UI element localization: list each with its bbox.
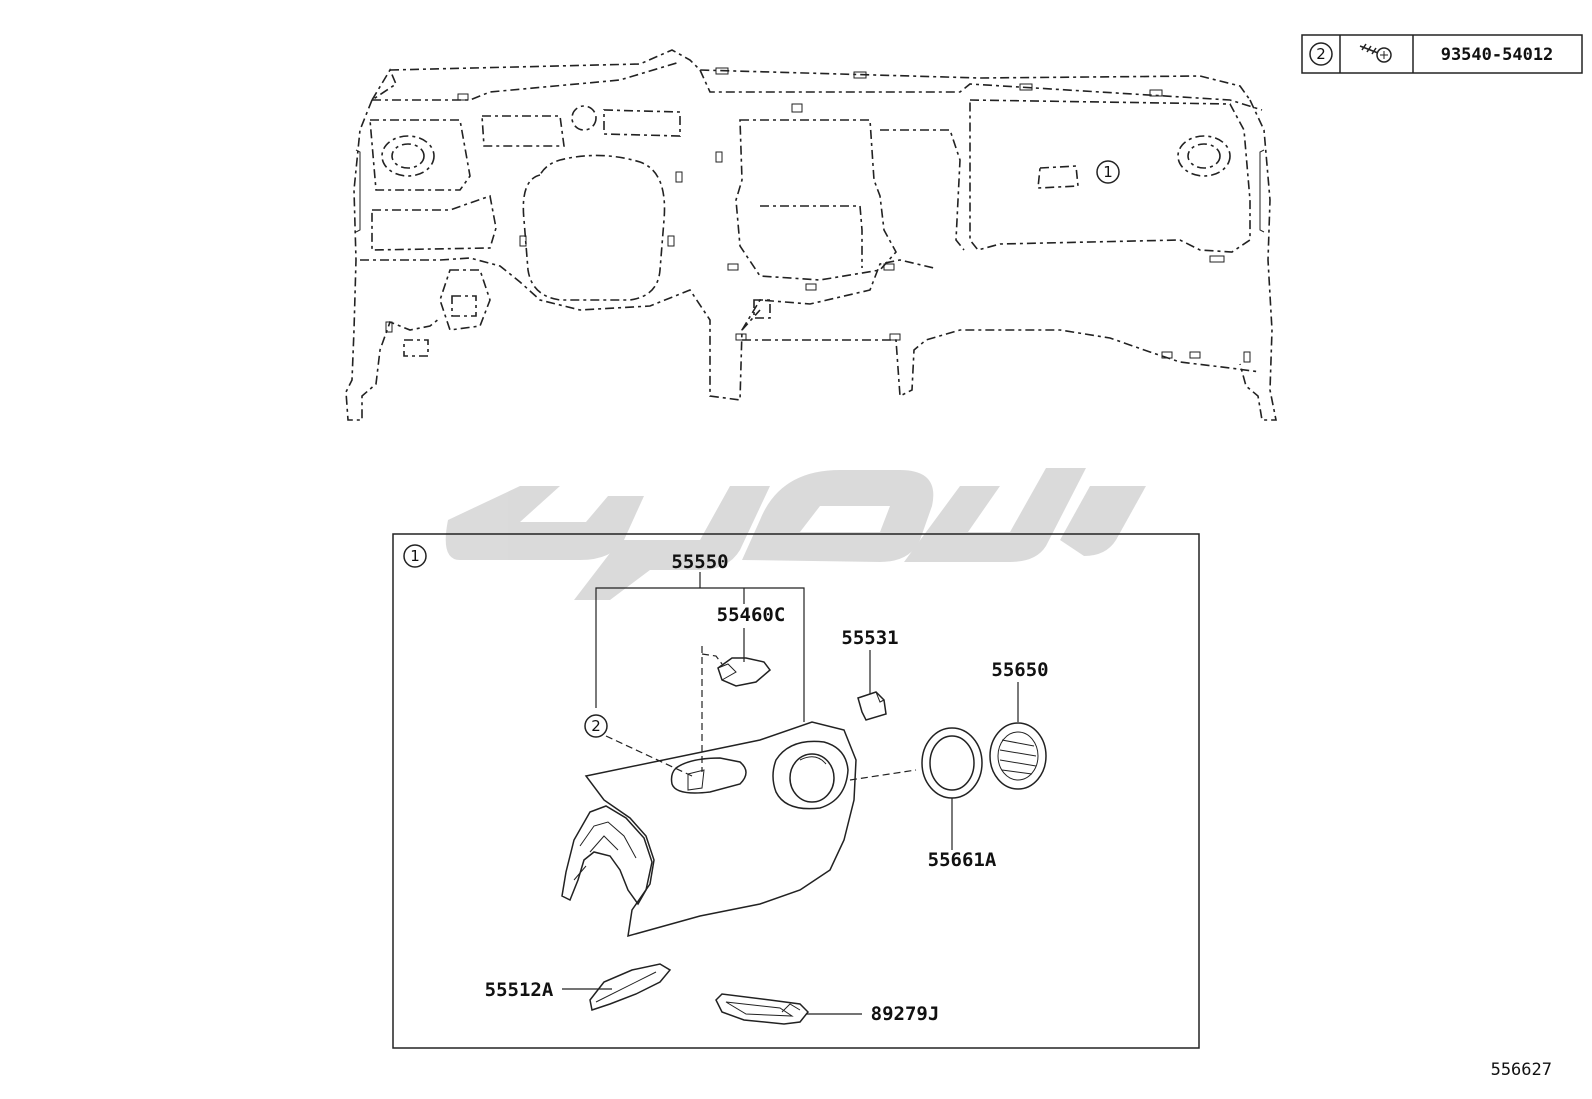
table-part-number: 93540-54012 (1441, 45, 1554, 65)
block-55531 (857, 691, 887, 721)
overview-ref-1: 1 (1103, 163, 1113, 181)
bracket-89279j (715, 993, 810, 1025)
clip-55460c (717, 657, 772, 687)
diagram-number: 556627 (1491, 1060, 1552, 1080)
instrument-panel-overview: 1 (345, 49, 1277, 421)
screw-icon (1359, 43, 1392, 63)
vent-55650 (989, 722, 1047, 790)
label-55531: 55531 (841, 627, 898, 649)
ring-55661a (921, 727, 983, 799)
label-55650: 55650 (991, 659, 1048, 681)
detail-ref-1: 1 (410, 547, 420, 565)
label-ref-2: 2 (591, 717, 601, 735)
watermark-logo (445, 468, 1146, 600)
lower-panel-55550 (561, 721, 857, 938)
label-89279j: 89279J (871, 1003, 940, 1025)
fastener-table: 2 93540-54012 (1301, 34, 1583, 74)
label-55661a: 55661A (928, 849, 997, 871)
detail-frame: 1 (392, 533, 1200, 1049)
label-55512a: 55512A (485, 979, 554, 1001)
callout-labels: 55550 55460C 55531 55650 55661A 55512A 8… (485, 551, 1049, 1025)
table-ref-number: 2 (1316, 45, 1326, 63)
label-55550: 55550 (671, 551, 728, 573)
pad-55512a (589, 963, 672, 1011)
label-55460c: 55460C (717, 604, 786, 626)
leader-lines (562, 572, 1019, 1015)
